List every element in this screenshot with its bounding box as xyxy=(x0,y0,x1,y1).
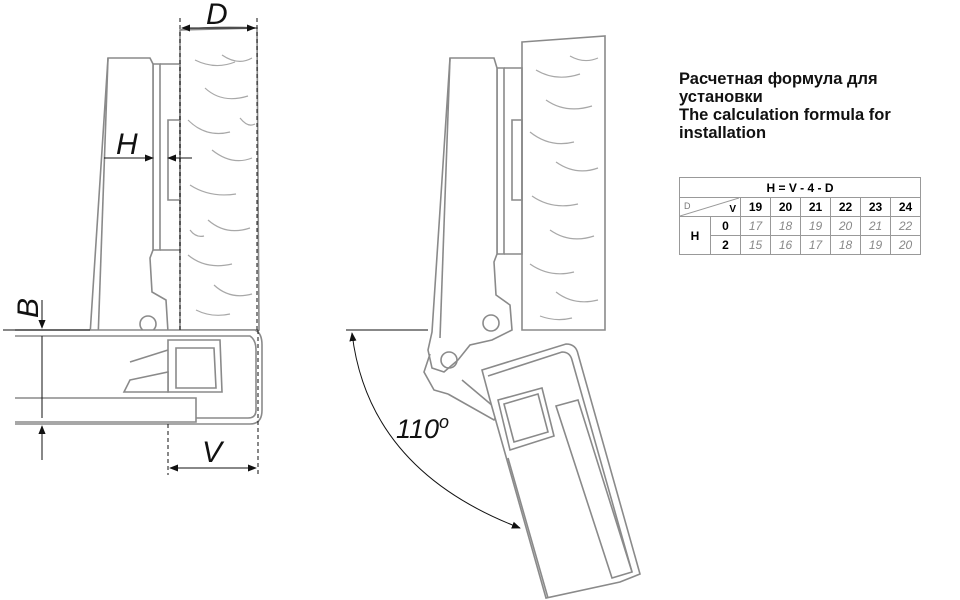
d-value-cell: 16 xyxy=(770,235,801,255)
cabinet-side-panel xyxy=(179,26,260,331)
title-line: Расчетная формула для xyxy=(679,70,878,88)
dimension-label-h: H xyxy=(116,128,138,161)
d-value-cell: 22 xyxy=(890,216,921,236)
title-line: installation xyxy=(679,124,767,142)
opening-angle-arc xyxy=(346,329,521,529)
d-value-cell: 20 xyxy=(890,235,921,255)
d-value-cell: 18 xyxy=(830,235,861,255)
dimension-label-d: D xyxy=(206,0,228,31)
d-value-cell: 15 xyxy=(740,235,771,255)
cabinet-side-panel-open xyxy=(521,35,606,331)
formula-table: H = V - 4 - D D V 19 20 21 22 23 24 H 0 … xyxy=(679,177,921,255)
corner-label-v: V xyxy=(729,204,736,215)
calculation-formula-title: Расчетная формула для установки The calc… xyxy=(679,70,939,142)
d-value-cell: 17 xyxy=(800,235,831,255)
title-line: The calculation formula for xyxy=(679,106,891,124)
opening-angle-label: 110o xyxy=(396,412,449,444)
dimension-label-b: B xyxy=(12,298,45,318)
h-value: 2 xyxy=(710,235,741,255)
v-value-header: 24 xyxy=(890,197,921,217)
v-value-header: 20 xyxy=(770,197,801,217)
v-value-header: 22 xyxy=(830,197,861,217)
v-value-header: 19 xyxy=(740,197,771,217)
d-value-cell: 19 xyxy=(860,235,891,255)
d-value-cell: 18 xyxy=(770,216,801,236)
corner-cell: D V xyxy=(679,197,741,217)
v-value-header: 23 xyxy=(860,197,891,217)
dimension-label-v: V xyxy=(202,436,225,469)
d-value-cell: 20 xyxy=(830,216,861,236)
h-row-label: H xyxy=(679,216,711,255)
corner-label-d: D xyxy=(684,201,691,211)
dimension-lines-left xyxy=(3,18,259,475)
h-value: 0 xyxy=(710,216,741,236)
v-value-header: 21 xyxy=(800,197,831,217)
corner-diagonal xyxy=(680,198,739,216)
closed-hinge-view xyxy=(15,26,263,425)
d-value-cell: 19 xyxy=(800,216,831,236)
d-value-cell: 21 xyxy=(860,216,891,236)
formula-header: H = V - 4 - D xyxy=(679,177,921,198)
title-line: установки xyxy=(679,88,763,106)
d-value-cell: 17 xyxy=(740,216,771,236)
open-hinge-view xyxy=(423,35,641,599)
